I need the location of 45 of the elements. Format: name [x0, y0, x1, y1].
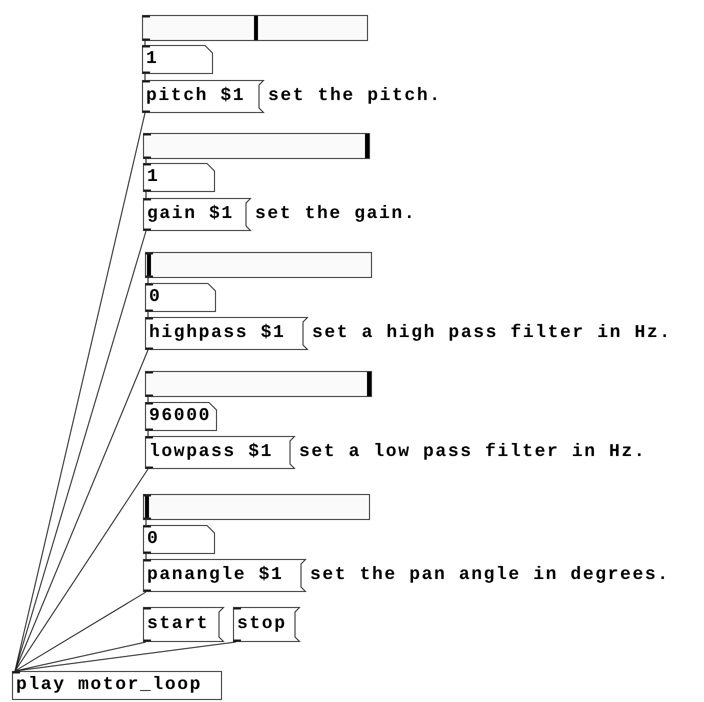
object-box — [12, 671, 222, 700]
number-box — [145, 402, 217, 431]
patch-cord — [14, 642, 146, 672]
message-box — [145, 317, 308, 350]
patch-cord — [14, 350, 148, 672]
number-box — [145, 283, 216, 312]
message-box — [233, 607, 300, 642]
message-box — [142, 80, 264, 113]
code-text: start — [147, 614, 210, 634]
message-box — [145, 436, 295, 469]
code-text: stop — [237, 614, 287, 634]
code-text: 96000 — [149, 406, 212, 426]
comment-text: set a low pass filter in Hz. — [299, 442, 646, 462]
patch-cord — [14, 642, 236, 672]
patch-cord — [14, 468, 148, 672]
code-text: lowpass $1 — [149, 442, 274, 462]
comment-text: set the gain. — [255, 204, 416, 224]
slider — [143, 133, 370, 159]
message-box — [143, 198, 251, 231]
number-box — [142, 45, 213, 74]
patch-cord — [144, 74, 146, 80]
patch-cord — [14, 592, 146, 672]
code-text: 1 — [147, 166, 160, 186]
code-text: highpass $1 — [149, 322, 286, 342]
slider — [143, 494, 370, 520]
code-text: gain $1 — [147, 204, 234, 224]
code-text: play motor_loop — [16, 674, 202, 694]
message-box — [143, 559, 306, 592]
slider — [142, 15, 368, 41]
code-text: pitch $1 — [146, 86, 246, 106]
comment-text: set the pitch. — [268, 86, 442, 106]
message-box — [143, 607, 224, 642]
comment-text: set the pan angle in degrees. — [310, 564, 670, 584]
code-text: 0 — [149, 286, 162, 306]
code-text: 1 — [146, 48, 158, 68]
comment-text: set a high pass filter in Hz. — [312, 322, 672, 342]
number-box — [143, 163, 215, 192]
code-text: panangle $1 — [147, 564, 284, 584]
number-box — [143, 525, 215, 554]
patch-cord — [144, 40, 146, 46]
slider — [145, 371, 372, 397]
slider — [145, 252, 372, 278]
patch-cord — [14, 112, 146, 672]
code-text: 0 — [147, 528, 160, 548]
patch-cord — [14, 230, 146, 672]
